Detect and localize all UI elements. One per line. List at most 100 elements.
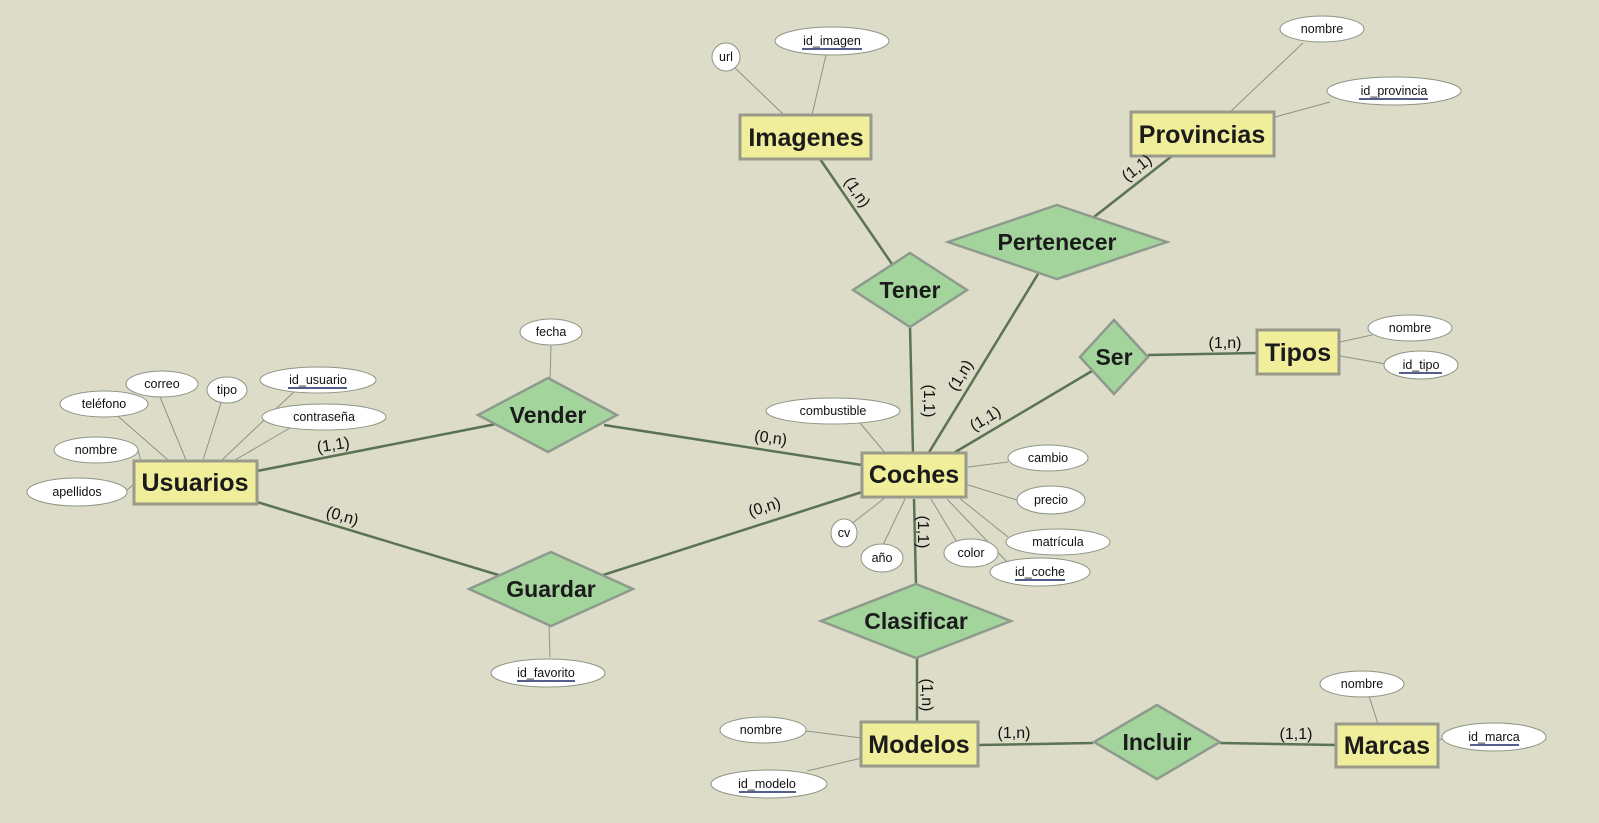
attribute-id-favorito: id_favorito [490,658,606,688]
connector-cambio [967,461,1009,468]
connector-nombre-provincia [1229,42,1304,113]
attribute-id-favorito-label: id_favorito [517,666,575,680]
attribute-apellidos: apellidos [26,477,128,507]
entity-marcas-label: Marcas [1344,732,1430,760]
entity-coches-label: Coches [869,461,959,489]
entities: Usuarios Coches Imagenes Provincias Tipo… [132,110,1440,769]
relationship-pertenecer[interactable]: Pertenecer [944,203,1171,281]
attribute-cv: cv [830,518,858,548]
relationship-edges [256,155,1337,747]
connector-ano [881,498,906,548]
connector-apellidos [126,484,134,491]
cardinality-marcas-incluir: (1,1) [1280,726,1313,743]
attribute-tipo: tipo [206,376,248,404]
relationship-guardar[interactable]: Guardar [465,550,637,628]
entity-imagenes-label: Imagenes [748,124,863,152]
connector-matricula [957,496,1009,538]
edge-tipos-ser [1147,351,1258,357]
entity-provincias[interactable]: Provincias [1129,110,1276,158]
attribute-id-coche: id_coche [989,557,1091,587]
attribute-color: color [943,538,999,568]
relationship-ser-label: Ser [1095,344,1132,370]
entity-marcas[interactable]: Marcas [1334,722,1440,769]
connector-correo [159,396,187,461]
attribute-id-imagen-label: id_imagen [803,34,861,48]
attribute-precio: precio [1016,485,1086,515]
attribute-nombre-usuario: nombre [53,436,139,464]
attribute-id-provincia: id_provincia [1326,76,1462,106]
entity-tipos[interactable]: Tipos [1255,328,1341,376]
connector-nombre-tipo [1339,334,1373,343]
relationship-vender[interactable]: Vender [475,376,620,454]
attribute-id-imagen: id_imagen [774,26,890,56]
relationship-tener[interactable]: Tener [850,251,970,329]
edge-guardar-coches [599,490,863,578]
attribute-cv-label: cv [838,526,851,540]
entity-usuarios[interactable]: Usuarios [132,459,259,506]
cardinality-coches-tener: (1,1) [920,385,937,418]
attribute-combustible-label: combustible [800,404,867,418]
attribute-id-modelo: id_modelo [710,769,828,799]
relationship-clasificar[interactable]: Clasificar [817,582,1015,660]
entity-modelos[interactable]: Modelos [859,720,980,768]
cardinality-coches-clasificar: (1,1) [914,516,931,549]
connector-url [733,66,785,116]
relationship-incluir[interactable]: Incluir [1091,703,1223,781]
attribute-id-usuario: id_usuario [259,366,377,394]
entity-modelos-label: Modelos [868,731,969,759]
relationship-vender-label: Vender [510,402,587,428]
attribute-fecha: fecha [519,318,583,346]
cardinality-coches-vender: (0,n) [753,428,788,449]
attribute-cambio-label: cambio [1028,451,1068,465]
edge-usuarios-vender [256,422,497,473]
attribute-ano-label: año [872,551,893,565]
entity-tipos-label: Tipos [1265,339,1331,367]
attribute-nombre-tipo-label: nombre [1389,321,1431,335]
relationships: Vender Guardar Tener Pertenecer Ser Clas… [465,203,1223,781]
attribute-contrasena: contraseña [261,403,387,431]
attribute-telefono: teléfono [59,390,149,418]
attribute-id-coche-label: id_coche [1015,565,1065,579]
relationship-tener-label: Tener [880,277,941,303]
attributes: teléfono correo tipo id_usuario contrase… [26,15,1547,799]
edge-usuarios-guardar [256,500,506,579]
edge-vender-coches [603,423,863,467]
attribute-tipo-label: tipo [217,383,237,397]
attribute-nombre-provincia-label: nombre [1301,22,1343,36]
connector-fecha [549,345,552,381]
connector-id-provincia [1274,101,1331,118]
relationship-clasificar-label: Clasificar [864,608,968,634]
attribute-correo-label: correo [144,377,179,391]
connector-id-imagen [811,54,827,116]
attribute-id-usuario-label: id_usuario [289,373,347,387]
connector-id-tipo [1339,355,1387,365]
cardinality-modelos-clasificar: (1,n) [918,679,935,712]
edge-coches-clasificar [912,498,918,586]
attribute-nombre-tipo: nombre [1367,314,1453,342]
attribute-url: url [711,42,741,72]
attribute-id-tipo: id_tipo [1383,350,1459,380]
edge-imagenes-tener [818,158,894,265]
connector-id-modelo [806,757,863,772]
attribute-id-marca-label: id_marca [1468,730,1519,744]
entity-provincias-label: Provincias [1139,121,1265,149]
attribute-nombre-modelo: nombre [719,716,807,744]
entity-usuarios-label: Usuarios [142,469,249,497]
connector-tipo [202,399,223,461]
edge-modelos-incluir [978,741,1094,747]
attribute-correo: correo [125,370,199,398]
edge-provincias-pertenecer [1093,155,1173,218]
attribute-id-marca: id_marca [1441,722,1547,752]
edge-tener-coches [908,325,915,455]
attribute-nombre-marca: nombre [1319,670,1405,698]
relationship-ser[interactable]: Ser [1078,318,1150,396]
attribute-color-label: color [957,546,984,560]
connector-id-usuario [221,387,299,461]
connector-contrasena [234,427,291,461]
entity-coches[interactable]: Coches [860,451,968,499]
attribute-combustible: combustible [765,397,901,425]
attribute-apellidos-label: apellidos [52,485,101,499]
entity-imagenes[interactable]: Imagenes [738,113,873,161]
attribute-nombre-provincia: nombre [1279,15,1365,43]
attribute-url-label: url [719,50,733,64]
